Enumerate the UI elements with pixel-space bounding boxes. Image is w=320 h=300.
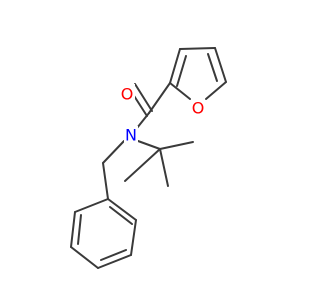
bond-furan-c4-c5-a	[214, 47, 227, 83]
bond-carbonyl-double-b	[134, 83, 153, 112]
atom-o-carbonyl-label: O	[121, 85, 134, 104]
bond-carbonyl-furan	[148, 82, 171, 114]
bond-benzene-2	[130, 219, 137, 256]
bond-furan-c2-c3-a	[169, 48, 181, 84]
bond-benzene-5-inner	[77, 214, 82, 245]
molecule-structure-diagram: O O N	[70, 47, 227, 269]
bond-tertbutyl-methyl-1	[159, 141, 194, 150]
bond-furan-o-c2	[169, 82, 191, 100]
bond-nitrogen-tertbutyl	[137, 140, 161, 150]
bond-tertbutyl-methyl-2	[159, 148, 169, 187]
atom-labels: O O N	[121, 84, 205, 145]
bond-benzene-1	[107, 198, 137, 221]
atom-o-carbonyl-bg	[121, 84, 135, 102]
bond-carbonyl-nitrogen	[136, 112, 150, 129]
bond-furan-c3-c4	[179, 47, 216, 50]
bond-benzene-3-inner	[100, 249, 127, 261]
bond-furan-c2-c3-b	[176, 55, 187, 87]
atom-n-amide-label: N	[125, 126, 137, 145]
atom-n-amide-bg	[124, 126, 138, 144]
atom-o-furan-bg	[191, 98, 205, 116]
bond-benzene-3	[97, 254, 132, 269]
bond-benzene-4	[70, 246, 99, 269]
bond-benzene-6	[74, 198, 109, 213]
bond-benzyl-ring	[102, 162, 109, 200]
atom-o-furan-label: O	[192, 99, 205, 118]
bond-furan-c5-o	[205, 81, 227, 100]
bond-benzene-1-inner	[109, 206, 133, 225]
bond-furan-c4-c5-b	[207, 53, 218, 82]
bond-benzene-5	[70, 211, 76, 248]
bond-tertbutyl-methyl-3	[124, 148, 161, 182]
bond-nitrogen-benzyl	[102, 140, 125, 164]
bond-lines	[70, 47, 227, 269]
